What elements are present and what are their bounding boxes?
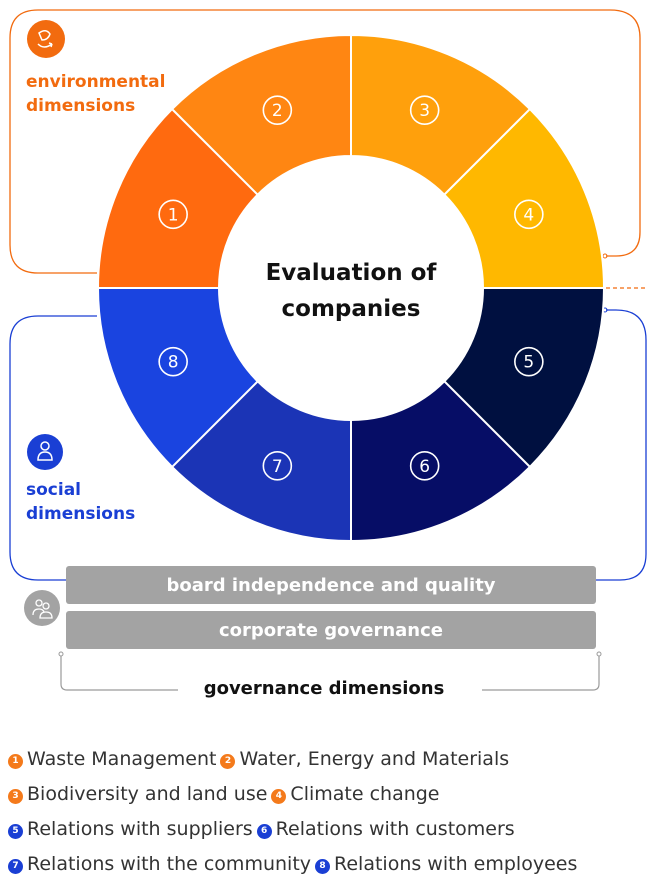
center-title-line1: Evaluation of (266, 260, 438, 286)
legend-item-label: Relations with the community (27, 853, 312, 875)
environmental-bracket (9, 9, 641, 274)
legend-number-badge: 5 (8, 824, 23, 839)
center-circle (219, 156, 483, 420)
segment-number-5: 5 (523, 353, 534, 373)
legend-number-badge: 2 (220, 754, 236, 769)
legend-number-badge: 3 (8, 789, 23, 804)
environmental-label: environmental dimensions (26, 70, 165, 118)
social-label-line2: dimensions (26, 504, 136, 524)
legend-number-badge: 8 (315, 859, 331, 874)
board-independence-bar: board independence and quality (66, 566, 596, 604)
segment-number-3: 3 (419, 101, 430, 121)
social-bracket-right (596, 309, 647, 581)
legend-number-badge: 1 (8, 754, 23, 769)
segment-number-circle-5 (514, 346, 544, 377)
legend-number-badge: 6 (256, 824, 272, 839)
social-bracket (9, 315, 97, 581)
legend-item-label: Relations with suppliers (27, 818, 253, 840)
segment-number-1: 1 (168, 205, 179, 225)
segment-number-6: 6 (419, 457, 430, 477)
legend-item-label: Waste Management (27, 748, 217, 770)
person-icon (27, 434, 63, 470)
segment-number-circle-2 (262, 95, 293, 125)
segment-number-circle-1 (158, 199, 188, 230)
governance-label: governance dimensions (203, 678, 445, 699)
people-group-icon (24, 590, 60, 626)
legend-item-label: Water, Energy and Materials (239, 748, 510, 770)
segment-number-circle-7 (262, 451, 293, 481)
social-label-line1: social (26, 480, 82, 500)
governance-bracket-right (482, 656, 600, 691)
legend-item-label: Climate change (290, 783, 440, 805)
segment-number-7: 7 (272, 457, 283, 477)
social-label: social dimensions (26, 478, 135, 526)
governance-bracket-end-left (58, 651, 64, 657)
leaf-icon (27, 20, 65, 58)
legend-item-label: Relations with customers (275, 818, 515, 840)
segment-labels: 1 2 3 4 5 6 7 8 (158, 95, 544, 481)
center-title-line2: companies (282, 296, 421, 322)
governance-bracket-end-right (596, 651, 602, 657)
segment-number-circle-6 (409, 451, 440, 481)
segment-number-circle-8 (158, 346, 188, 377)
segment-number-8: 8 (168, 353, 179, 373)
segment-number-2: 2 (272, 101, 283, 121)
legend-number-badge: 7 (8, 859, 23, 874)
governance-bracket-left (60, 656, 178, 691)
legend-item-label: Relations with employees (334, 853, 578, 875)
segment-number-4: 4 (523, 205, 534, 225)
segment-number-circle-4 (514, 199, 544, 230)
corporate-governance-bar: corporate governance (66, 611, 596, 649)
legend-item-label: Biodiversity and land use (27, 783, 268, 805)
legend-number-badge: 4 (271, 789, 287, 804)
environmental-label-line1: environmental (26, 72, 166, 92)
environmental-label-line2: dimensions (26, 96, 136, 116)
segment-number-circle-3 (409, 95, 440, 125)
